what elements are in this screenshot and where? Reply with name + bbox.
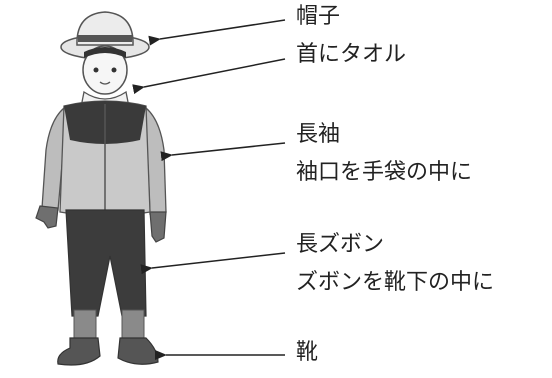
label-sleeve-into-gloves: 袖口を手袋の中に [296, 160, 473, 185]
left-glove [35, 205, 59, 229]
label-pants-into-socks: ズボンを靴下の中に [296, 270, 495, 295]
right-glove [149, 211, 167, 243]
label-long-sleeves: 長袖 [296, 122, 341, 147]
arrow-towel [132, 58, 286, 95]
face [82, 45, 128, 95]
right-sock [121, 309, 145, 341]
label-long-pants: 長ズボン [296, 232, 385, 257]
arrow-sleeve [160, 142, 286, 162]
arrow-hat [148, 19, 286, 46]
right-shoe [117, 337, 159, 365]
left-sock [73, 309, 97, 341]
arrow-pants [140, 252, 286, 275]
label-shoes: 靴 [296, 340, 319, 365]
person-figure [35, 11, 167, 366]
long-pants [65, 209, 147, 317]
left-shoe [57, 337, 101, 366]
label-neck-towel: 首にタオル [296, 42, 407, 67]
label-hat: 帽子 [296, 4, 341, 29]
hat-band [78, 35, 132, 42]
